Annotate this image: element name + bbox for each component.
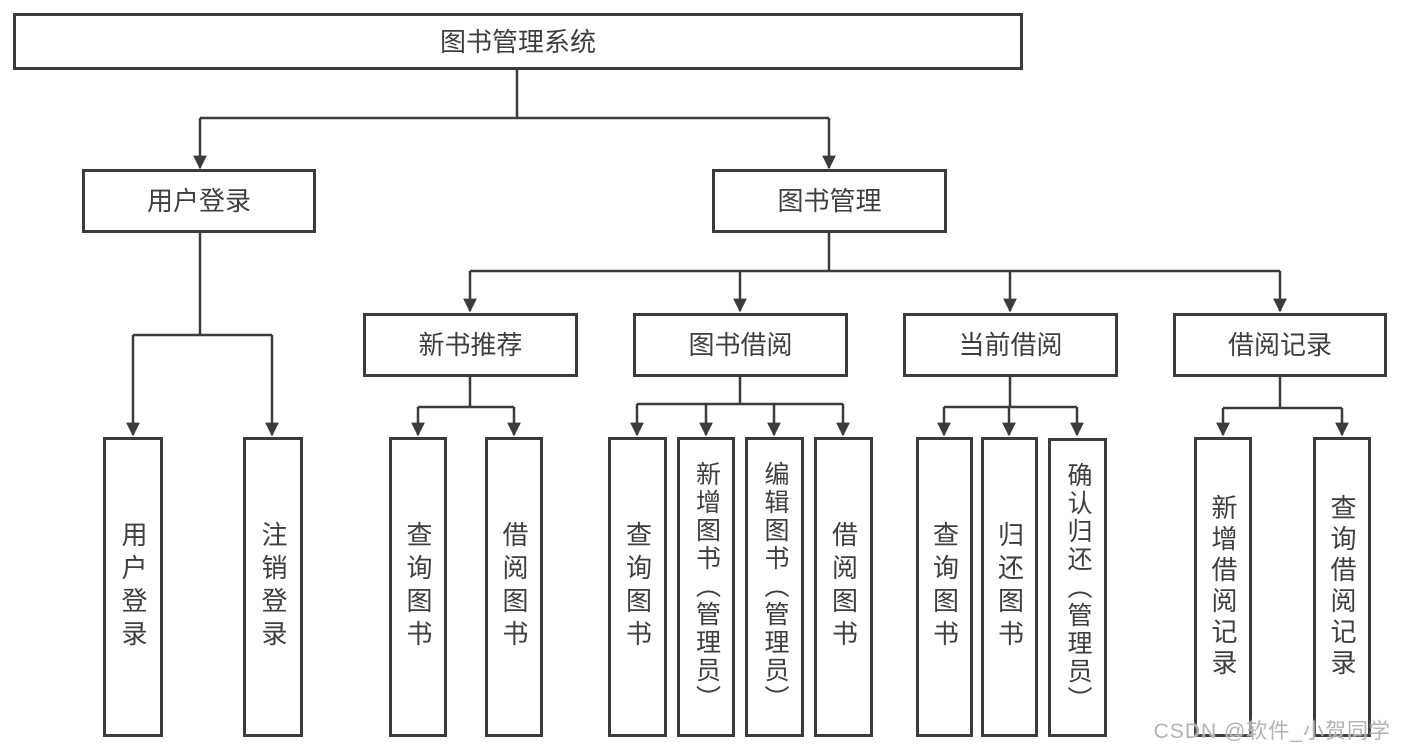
node-book-borrow: 图书借阅 — [633, 313, 848, 377]
csdn-watermark: CSDN @软件_小贺同学 — [1153, 720, 1391, 743]
leaf-bb-query-books: 查询图书 — [608, 437, 667, 737]
leaf-bb-borrow-books: 借阅图书 — [814, 437, 873, 737]
leaf-bb-edit-books-admin: 编辑图书（管理员） — [745, 437, 804, 737]
leaf-user-login: 用户登录 — [103, 437, 163, 737]
leaf-nr-query-books: 查询图书 — [389, 437, 447, 737]
leaf-br-query-record: 查询借阅记录 — [1313, 437, 1371, 737]
leaf-cb-query-books: 查询图书 — [916, 437, 973, 737]
node-book-management: 图书管理 — [712, 169, 947, 233]
leaf-bb-add-books-admin: 新增图书（管理员） — [677, 437, 735, 737]
node-new-book-recommend: 新书推荐 — [363, 313, 578, 377]
leaf-cb-return-books: 归还图书 — [981, 437, 1038, 737]
node-library-management-system: 图书管理系统 — [13, 13, 1023, 70]
leaf-nr-borrow-books: 借阅图书 — [485, 437, 543, 737]
leaf-br-add-record: 新增借阅记录 — [1194, 437, 1252, 737]
node-current-borrow: 当前借阅 — [903, 313, 1118, 377]
node-borrow-records: 借阅记录 — [1173, 313, 1387, 377]
node-user-login: 用户登录 — [82, 169, 316, 233]
leaf-logout: 注销登录 — [243, 437, 303, 737]
leaf-cb-confirm-return-admin: 确认归还（管理员） — [1048, 438, 1107, 737]
